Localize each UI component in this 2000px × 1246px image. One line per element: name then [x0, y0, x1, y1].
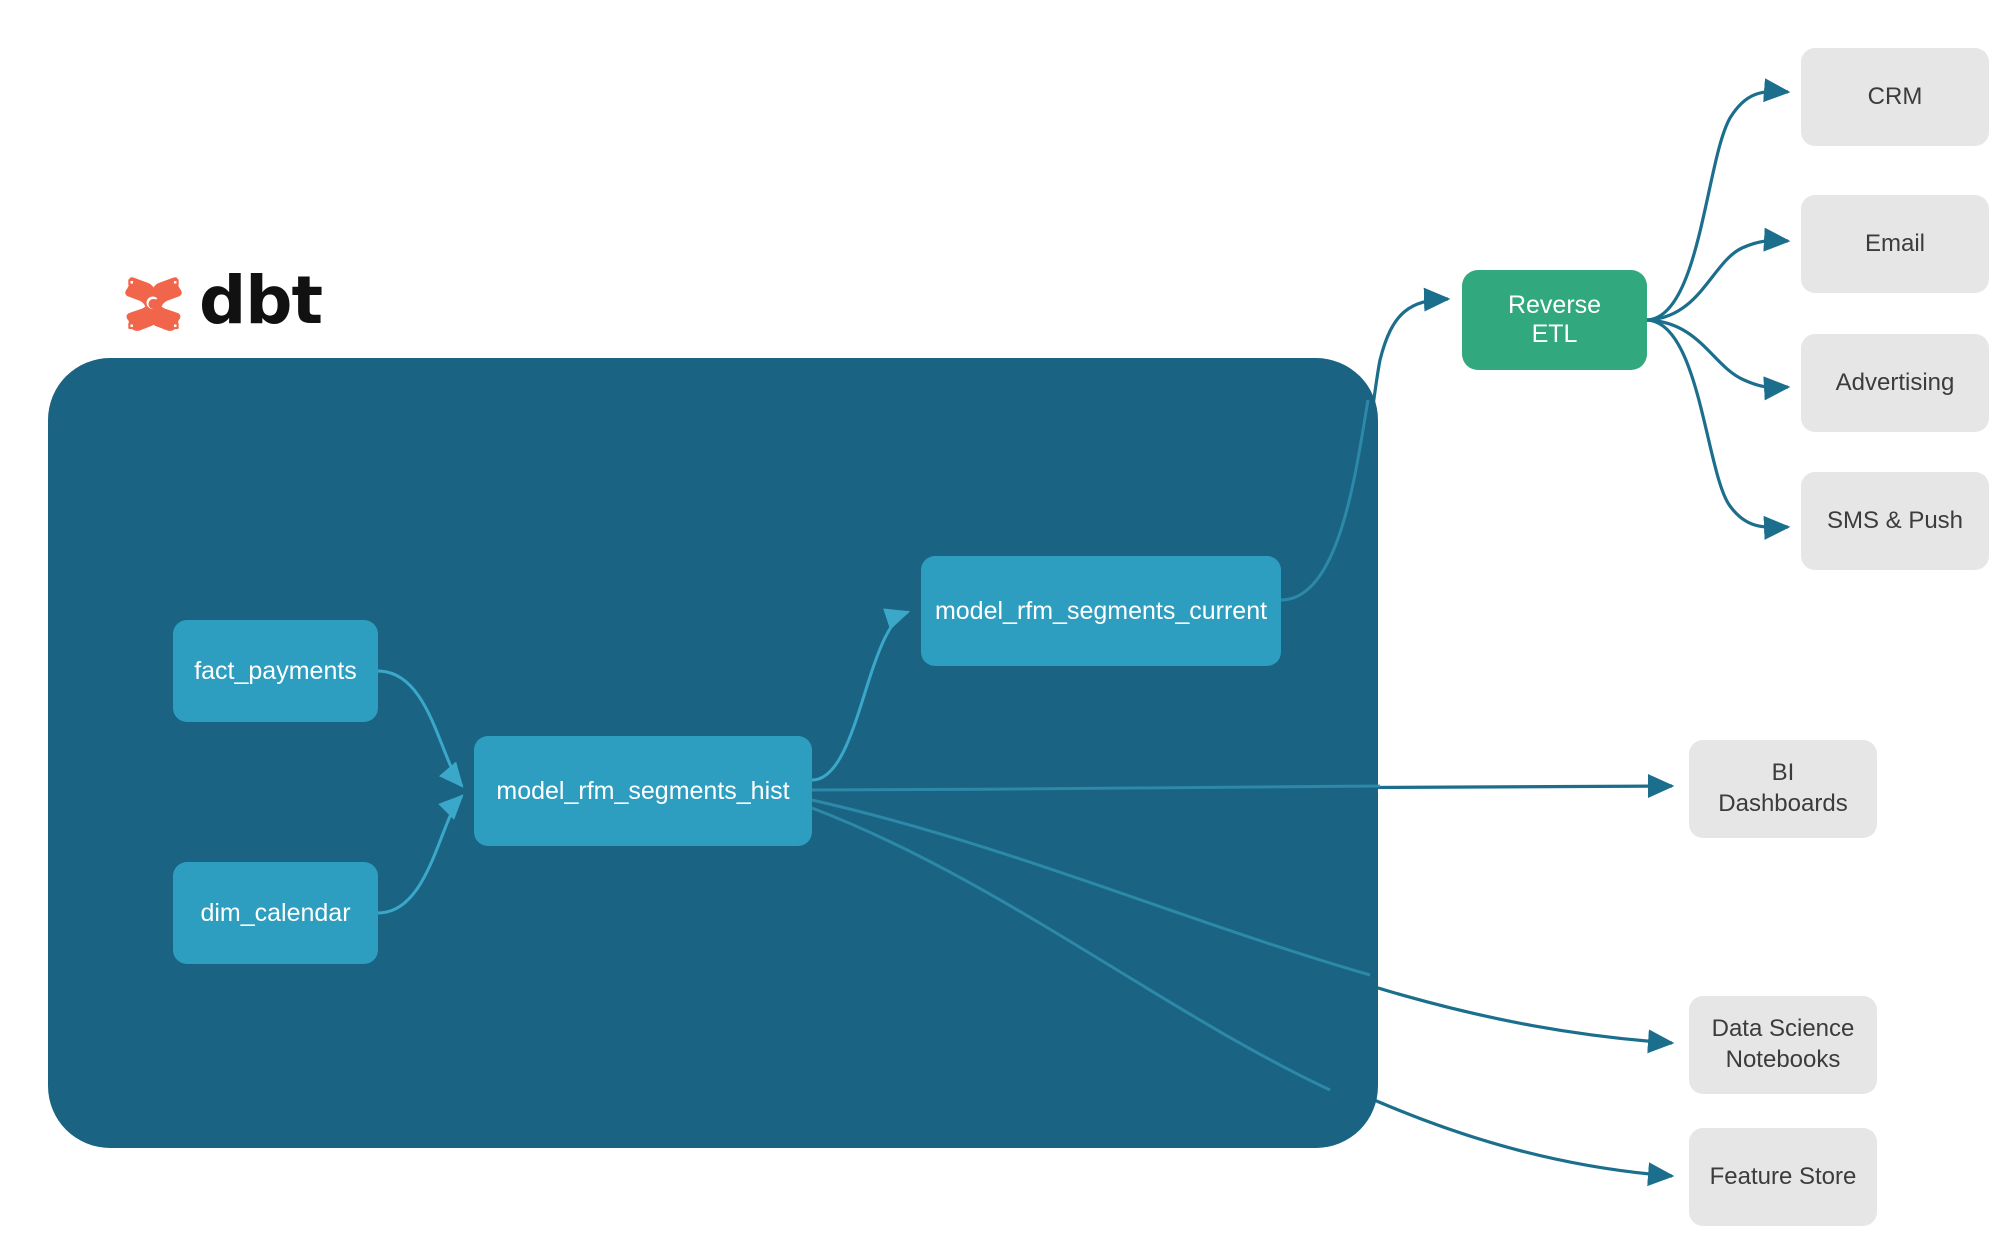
edge-reverse-etl-to-email — [1646, 227, 1791, 322]
node-label: SMS & Push — [1826, 506, 1964, 534]
node-crm[interactable]: CRM — [1801, 48, 1989, 146]
edge-reverse-etl-to-crm — [1646, 78, 1791, 322]
node-label-line-2: Notebooks — [1725, 1046, 1841, 1073]
node-label: Email — [1864, 229, 1925, 257]
node-reverse-etl[interactable]: Reverse ETL — [1462, 270, 1647, 370]
dbt-x-mark-icon — [125, 277, 182, 331]
node-email[interactable]: Email — [1801, 195, 1989, 293]
dbt-wordmark: dbt — [198, 262, 323, 339]
node-model-rfm-segments-hist[interactable]: model_rfm_segments_hist — [474, 736, 812, 846]
node-label: CRM — [1867, 82, 1923, 110]
node-label-line-1: Data Science — [1711, 1015, 1855, 1043]
dbt-logo: dbt — [122, 258, 323, 350]
node-label: dim_calendar — [200, 898, 351, 927]
node-label: model_rfm_segments_hist — [496, 776, 790, 805]
node-fact-payments[interactable]: fact_payments — [173, 620, 378, 722]
node-bi-dashboards[interactable]: BI Dashboards — [1689, 740, 1877, 838]
node-sms-push[interactable]: SMS & Push — [1801, 472, 1989, 570]
node-data-science-notebooks[interactable]: Data Science Notebooks — [1689, 996, 1877, 1094]
node-label: Data Science Notebooks — [1712, 1014, 1855, 1075]
node-feature-store[interactable]: Feature Store — [1689, 1128, 1877, 1226]
node-label: Reverse ETL — [1507, 291, 1602, 348]
node-label: BI Dashboards — [1718, 759, 1848, 817]
node-label: Feature Store — [1709, 1162, 1857, 1190]
node-advertising[interactable]: Advertising — [1801, 334, 1989, 432]
node-label: Advertising — [1835, 368, 1955, 396]
node-label: fact_payments — [194, 656, 357, 685]
edge-reverse-etl-to-advertising — [1646, 318, 1791, 401]
edge-reverse-etl-to-sms-push — [1646, 318, 1791, 540]
node-label: model_rfm_segments_current — [934, 596, 1268, 625]
node-model-rfm-segments-current[interactable]: model_rfm_segments_current — [921, 556, 1281, 666]
node-dim-calendar[interactable]: dim_calendar — [173, 862, 378, 964]
